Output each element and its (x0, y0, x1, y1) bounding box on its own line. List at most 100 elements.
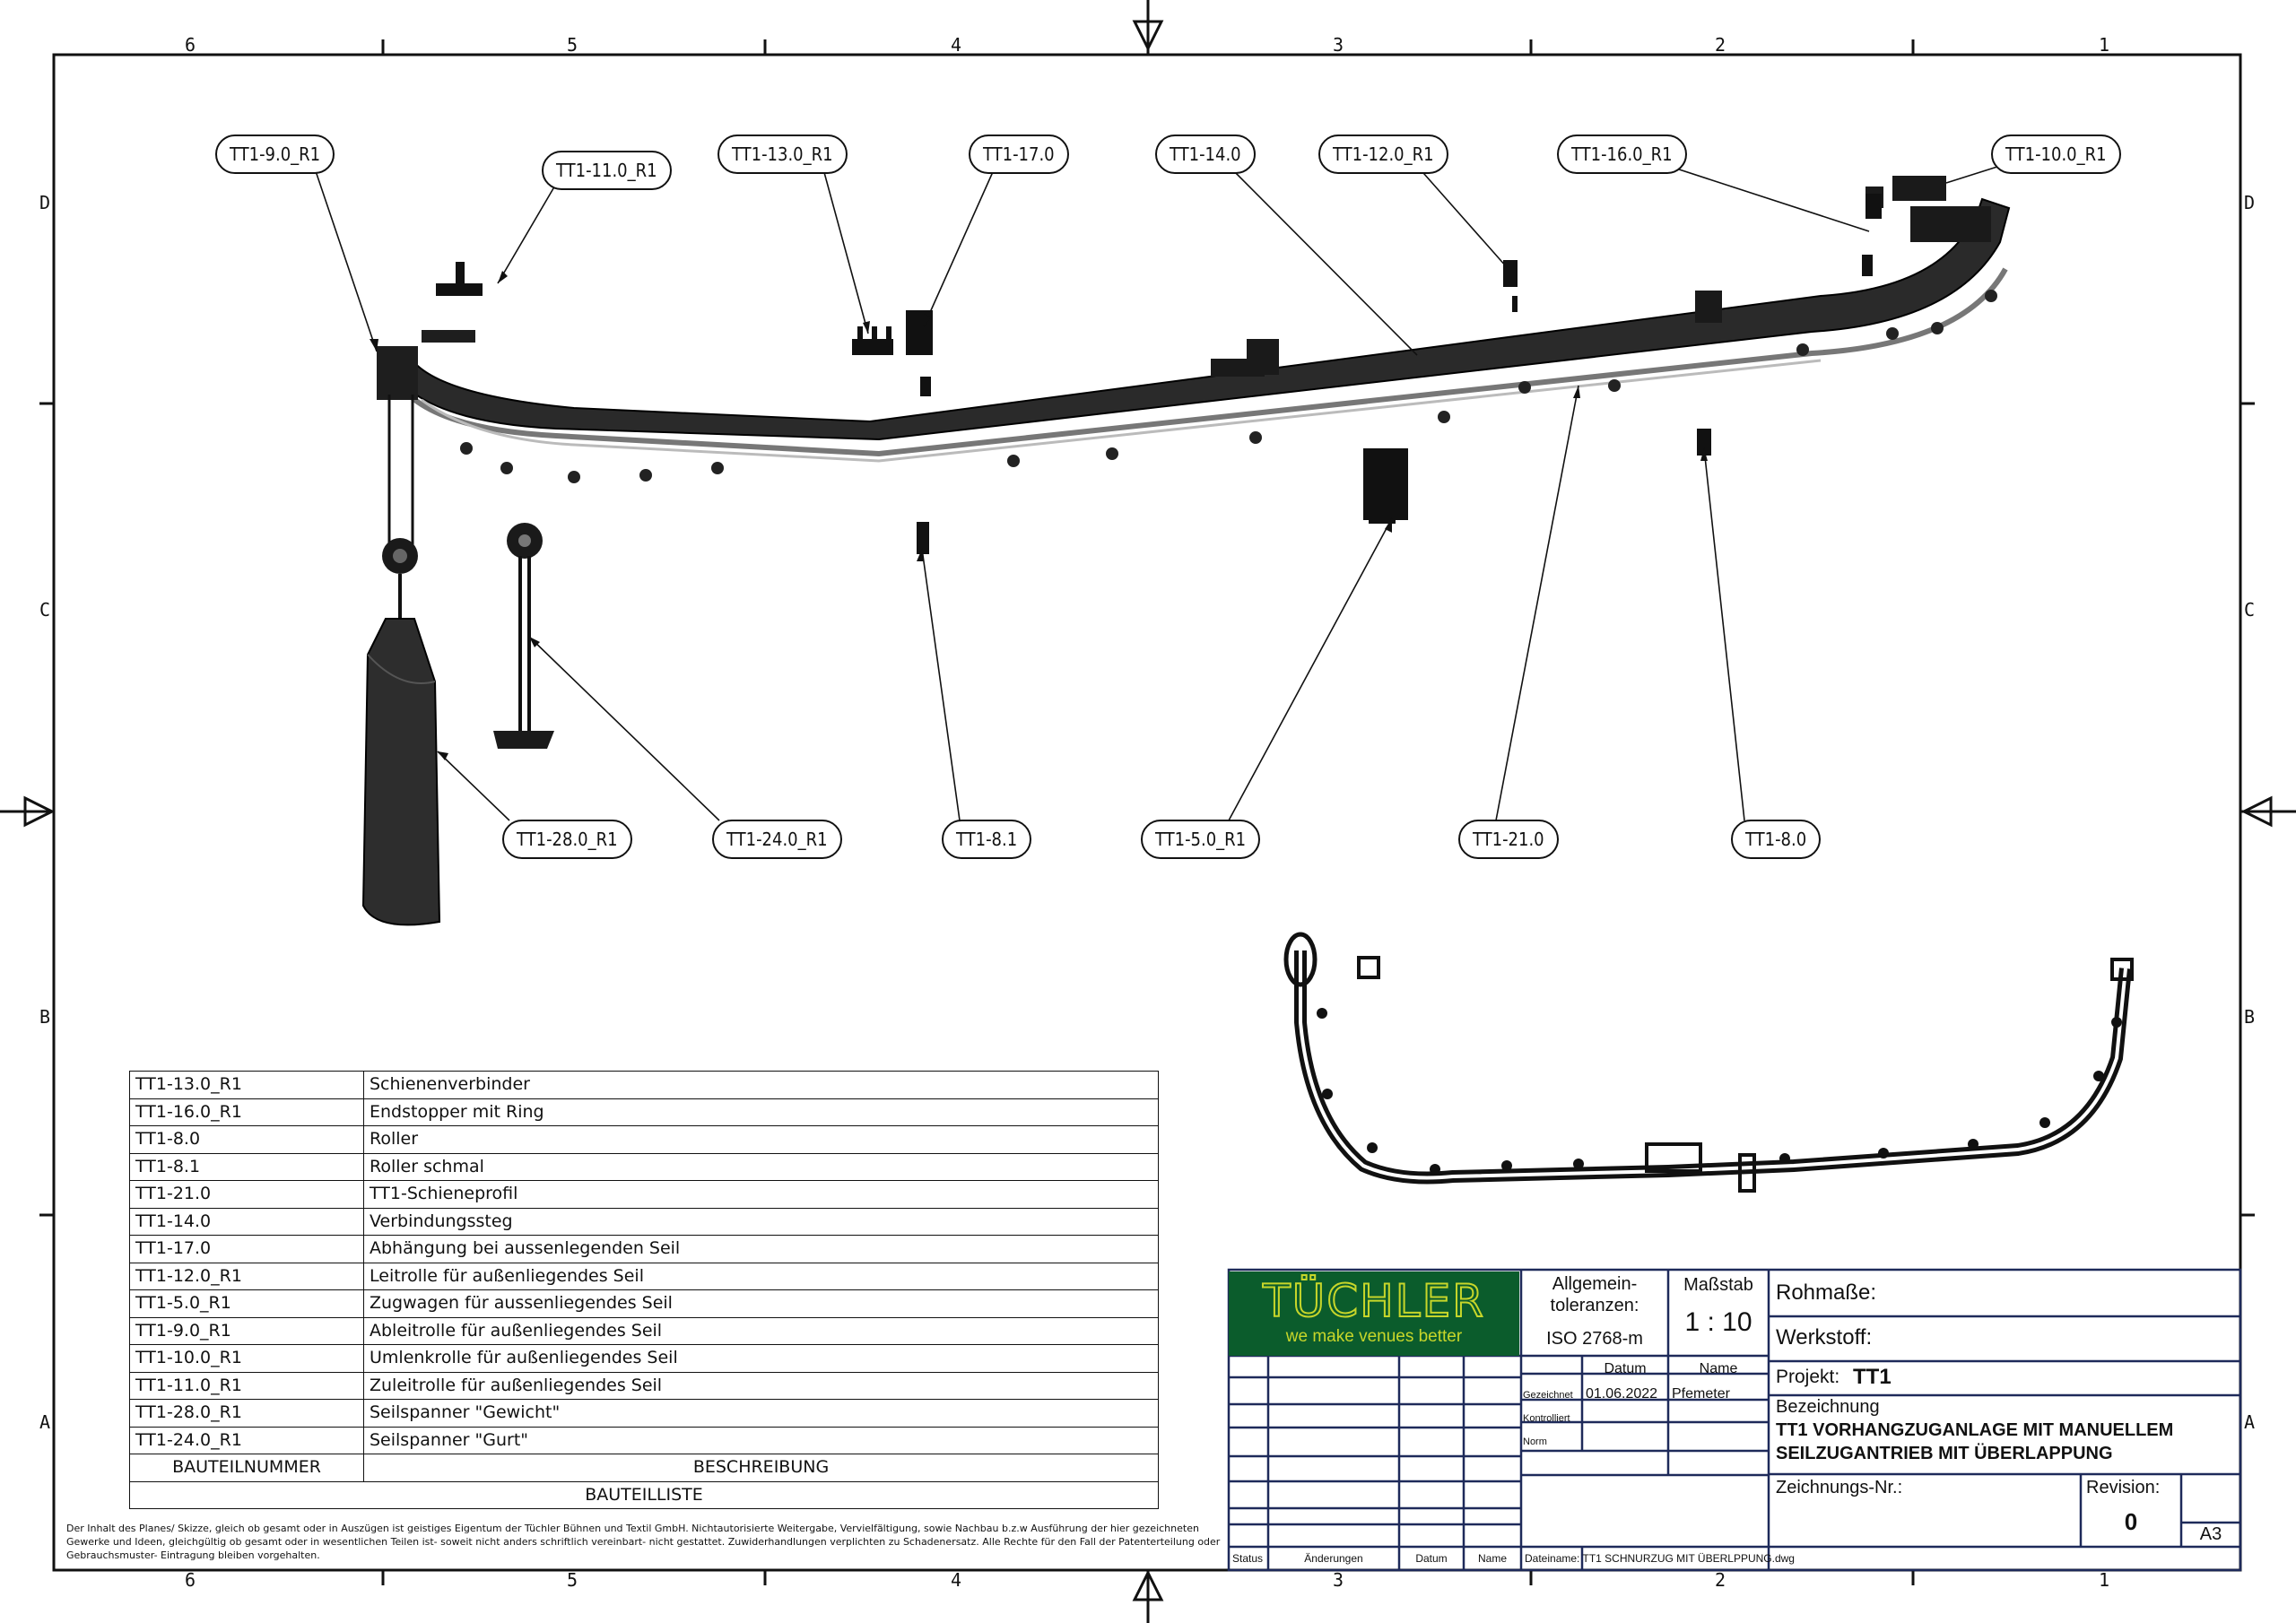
revision-label: Revision: (2086, 1478, 2161, 1497)
part-number: TT1-24.0_R1 (129, 1426, 364, 1454)
part-description: Zugwagen für aussenliegendes Seil (363, 1289, 1159, 1318)
rail-profile (384, 197, 2011, 441)
name-header: Name (1699, 1361, 1738, 1376)
designation-line-2: SEILZUGANTRIEB MIT ÜBERLAPPUNG (1776, 1444, 2113, 1463)
part-description: Zuleitrolle für außenliegendes Seil (363, 1371, 1159, 1400)
callout-tt1-21-0: TT1-21.0 (1458, 820, 1559, 859)
part-number: TT1-10.0_R1 (129, 1344, 364, 1373)
part-number: TT1-16.0_R1 (129, 1098, 364, 1126)
callout-tt1-16-0-r1: TT1-16.0_R1 (1557, 135, 1687, 174)
zone-col-6-top: 6 (185, 34, 196, 56)
callout-tt1-12-0-r1: TT1-12.0_R1 (1318, 135, 1448, 174)
part-description: Umlenkrolle für außenliegendes Seil (363, 1344, 1159, 1373)
zone-ticks (39, 39, 2255, 1585)
header-part-number: BAUTEILNUMMER (129, 1454, 364, 1482)
part-number: TT1-13.0_R1 (129, 1071, 364, 1099)
title-block-grid (1227, 1268, 2242, 1572)
filename: Dateiname: TT1 SCHNURZUG MIT ÜBERLPPUNG.… (1525, 1552, 1795, 1565)
part-description: Roller schmal (363, 1152, 1159, 1181)
callout-tt1-10-0-r1: TT1-10.0_R1 (1991, 135, 2121, 174)
part-description: Seilspanner "Gewicht" (363, 1399, 1159, 1428)
company-logo: TÜCHLER we make venues better (1229, 1271, 1519, 1356)
zone-row-c-left: C (39, 599, 51, 621)
part-number: TT1-11.0_R1 (129, 1371, 364, 1400)
changes-label: Änderungen (1304, 1552, 1363, 1565)
callout-tt1-8-1: TT1-8.1 (942, 820, 1032, 859)
zone-col-1-top: 1 (2099, 34, 2110, 56)
sheet-size: A3 (2199, 1524, 2222, 1544)
scale-value: 1 : 10 (1684, 1307, 1752, 1337)
drawn-label: Gezeichnet (1523, 1390, 1573, 1401)
zone-col-6-bottom: 6 (185, 1569, 196, 1591)
part-description: TT1-Schieneprofil (363, 1180, 1159, 1209)
part-number: TT1-12.0_R1 (129, 1262, 364, 1290)
zone-col-5-bottom: 5 (567, 1569, 578, 1591)
tolerance-value: ISO 2768-m (1546, 1329, 1643, 1349)
tolerance-label: Allgemein- toleranzen: (1550, 1274, 1639, 1315)
project-label: Projekt: (1776, 1367, 1840, 1387)
part-number: TT1-28.0_R1 (129, 1399, 364, 1428)
zone-col-4-bottom: 4 (951, 1569, 962, 1591)
revision-date-label: Datum (1415, 1552, 1448, 1565)
plan-view (1283, 932, 2134, 1193)
material-label: Werkstoff: (1776, 1325, 1873, 1350)
drawn-date: 01.06.2022 (1586, 1386, 1658, 1402)
part-description: Roller (363, 1125, 1159, 1154)
zone-col-3-top: 3 (1333, 34, 1344, 56)
designation-label: Bezeichnung (1776, 1397, 1880, 1417)
zone-col-2-top: 2 (1715, 34, 1726, 56)
zone-col-1-bottom: 1 (2099, 1569, 2110, 1591)
header-description: BESCHREIBUNG (363, 1454, 1159, 1482)
part-description: Endstopper mit Ring (363, 1098, 1159, 1126)
zone-row-b-right: B (2244, 1006, 2256, 1028)
leader-arrowheads (370, 271, 1708, 760)
drawn-name: Pfemeter (1672, 1386, 1730, 1402)
callout-tt1-9-0-r1: TT1-9.0_R1 (215, 135, 335, 174)
callout-tt1-13-0-r1: TT1-13.0_R1 (718, 135, 848, 174)
logo-tagline: we make venues better (1285, 1327, 1463, 1346)
assembly-view (361, 176, 2011, 926)
scale-label: Maßstab (1683, 1275, 1753, 1295)
checked-label: Kontrolliert (1523, 1413, 1570, 1424)
callout-tt1-8-0: TT1-8.0 (1731, 820, 1822, 859)
callout-tt1-11-0-r1: TT1-11.0_R1 (542, 151, 672, 190)
parts-list-header-row: BAUTEILNUMMER BESCHREIBUNG (129, 1454, 1159, 1482)
leader-lines (313, 165, 2001, 821)
part-number: TT1-21.0 (129, 1180, 364, 1209)
part-number: TT1-5.0_R1 (129, 1289, 364, 1318)
logo-wordmark: TÜCHLER (1262, 1274, 1485, 1328)
zone-col-2-bottom: 2 (1715, 1569, 1726, 1591)
revision-value: 0 (2124, 1508, 2138, 1535)
part-description: Schienenverbinder (363, 1071, 1159, 1099)
revision-name-label: Name (1477, 1552, 1507, 1565)
zone-col-3-bottom: 3 (1333, 1569, 1344, 1591)
part-description: Seilspanner "Gurt" (363, 1426, 1159, 1454)
raw-dimensions-label: Rohmaße: (1776, 1280, 1877, 1305)
zone-row-d-right: D (2244, 192, 2256, 213)
zone-col-4-top: 4 (951, 34, 962, 56)
part-number: TT1-17.0 (129, 1235, 364, 1263)
part-number: TT1-8.0 (129, 1125, 364, 1154)
part-number: TT1-9.0_R1 (129, 1316, 364, 1345)
part-number: TT1-14.0 (129, 1207, 364, 1236)
zone-row-a-right: A (2244, 1411, 2256, 1433)
part-description: Ableitrolle für außenliegendes Seil (363, 1316, 1159, 1345)
callout-tt1-5-0-r1: TT1-5.0_R1 (1141, 820, 1261, 859)
parts-list-title-row: BAUTEILLISTE (129, 1480, 1159, 1509)
project-value: TT1 (1853, 1365, 1892, 1389)
